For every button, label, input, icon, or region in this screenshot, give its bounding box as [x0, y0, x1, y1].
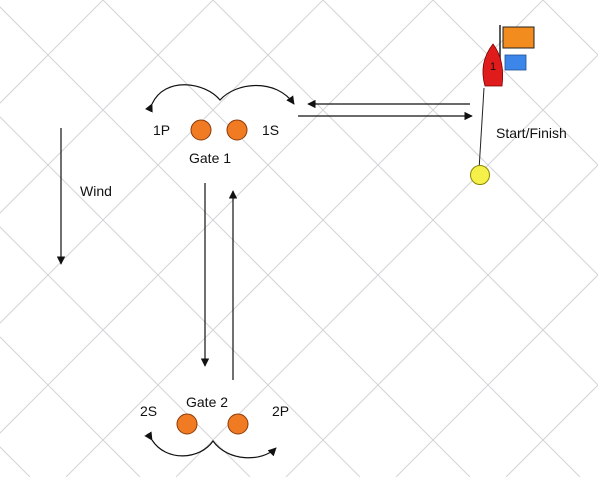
- gate1-port-mark: [190, 119, 212, 141]
- gate2-rounding-arrow: [144, 431, 277, 459]
- gate1-port-label: 1P: [153, 122, 170, 138]
- start-finish-label: Start/Finish: [496, 125, 567, 141]
- grid-line: [285, 164, 598, 477]
- grid-line: [0, 0, 324, 324]
- grid-line: [0, 0, 434, 434]
- grid-line: [0, 116, 361, 477]
- grid-line: [0, 446, 31, 477]
- gate2-name-label: Gate 2: [186, 394, 228, 410]
- grid-line: [0, 0, 214, 214]
- gate2-port-label: 2P: [272, 403, 289, 419]
- gate1-rounding-arrow: [145, 84, 295, 113]
- boat-hull-icon: [482, 43, 504, 87]
- blue-flag-icon: [504, 54, 527, 71]
- grid-line: [212, 0, 598, 386]
- grid-line: [0, 0, 104, 104]
- grid-line: [0, 6, 471, 477]
- grid-line: [65, 0, 544, 477]
- grid-line: [395, 274, 598, 477]
- grid-line: [175, 54, 598, 477]
- gate2-port-mark: [227, 413, 249, 435]
- wind-label: Wind: [80, 183, 112, 199]
- gate1-starboard-mark: [226, 119, 248, 141]
- grid-line: [102, 0, 581, 477]
- pin-end-mark: [470, 165, 490, 185]
- gate1-starboard-label: 1S: [262, 122, 279, 138]
- gate2-starboard-label: 2S: [140, 403, 157, 419]
- start-finish-line: [478, 87, 485, 171]
- grid-line: [322, 0, 598, 276]
- boat-number: 1: [490, 61, 496, 73]
- gate2-starboard-mark: [176, 413, 198, 435]
- committee-boat: 1: [482, 25, 535, 87]
- grid-line: [542, 0, 598, 56]
- grid-line: [432, 0, 598, 166]
- grid-line: [505, 384, 598, 477]
- orange-flag-icon: [502, 26, 535, 49]
- gate1-name-label: Gate 1: [189, 150, 231, 166]
- grid-line: [0, 226, 251, 477]
- grid-line: [0, 336, 141, 477]
